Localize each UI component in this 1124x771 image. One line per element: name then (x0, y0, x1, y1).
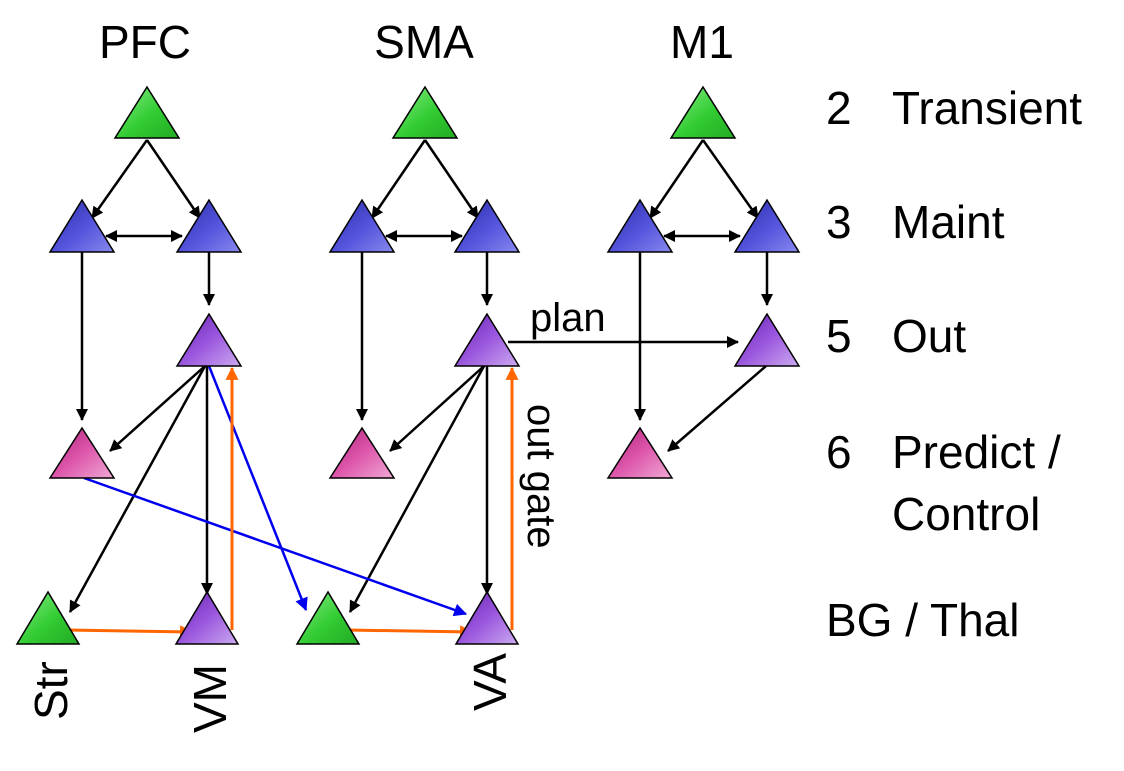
pfc-l5-to-sma-str-arrow (207, 365, 308, 612)
str-label: Str (25, 661, 77, 720)
layer-3-number: 3 (826, 196, 852, 248)
str-to-vm-arrow (65, 625, 194, 639)
va-label: VA (464, 653, 516, 711)
column-title-m1: M1 (670, 16, 734, 68)
column-titles: PFC SMA M1 (99, 16, 734, 68)
pfc-l2-to-l3b-arrow (145, 139, 202, 219)
layer-2-name: Transient (892, 82, 1082, 134)
layer-legend: 2 Transient 3 Maint 5 Out 6 Predict / Co… (826, 82, 1082, 646)
m1-layer2-neuron (669, 85, 737, 139)
plan-label: plan (530, 296, 606, 340)
m1-l2-to-l3a-arrow (648, 139, 705, 219)
m1-layer6-neuron (606, 426, 674, 479)
m1-l5-to-l6-arrow (667, 365, 767, 452)
m1-layer3b-neuron (733, 198, 801, 253)
bg-thal-label: BG / Thal (826, 594, 1019, 646)
pfc-l5-to-str-arrow (68, 365, 207, 613)
pfc-l2-to-l3a-arrow (90, 139, 149, 219)
arrows-orange (65, 366, 519, 639)
column-title-sma: SMA (374, 16, 474, 68)
m1-layer3a-neuron (606, 198, 674, 253)
out-gate-label: out gate (519, 404, 563, 549)
pfc-layer6-neuron (48, 426, 116, 479)
m1-l2-to-l3b-arrow (701, 139, 760, 219)
arrows-blue (83, 365, 468, 617)
pfc-layer2-neuron (113, 85, 181, 139)
layer-6-name-line2: Control (892, 488, 1040, 540)
sma-l2-to-l3b-arrow (423, 139, 480, 219)
pfc-layer5-neuron (175, 312, 243, 367)
sma-layer5-neuron (453, 312, 521, 367)
pfc-layer3a-neuron (48, 198, 116, 253)
arrows-black (68, 139, 773, 613)
sma-l5-to-l6-arrow (389, 365, 485, 452)
va-thalamus-neuron (454, 590, 520, 645)
vm-thalamus-neuron (174, 590, 240, 645)
sma-str-to-va-arrow (345, 625, 474, 639)
layer-5-name: Out (892, 310, 966, 362)
m1-layer5-neuron (733, 312, 801, 367)
layer-6-number: 6 (826, 426, 852, 478)
pfc-striatum-neuron (15, 590, 81, 645)
sma-layer3a-neuron (328, 198, 396, 253)
layer-3-name: Maint (892, 196, 1005, 248)
pfc-layer3b-neuron (175, 198, 243, 253)
layer-5-number: 5 (826, 310, 852, 362)
sma-l2-to-l3a-arrow (370, 139, 427, 219)
sma-l5-to-str-arrow (348, 365, 486, 613)
pfc-l6-to-va-arrow (83, 476, 468, 617)
neurons (15, 85, 801, 645)
layer-2-number: 2 (826, 82, 852, 134)
sma-layer2-neuron (391, 85, 459, 139)
pfc-l5-to-l6-arrow (109, 365, 206, 452)
sma-striatum-neuron (295, 590, 361, 645)
sma-layer3b-neuron (453, 198, 521, 253)
column-title-pfc: PFC (99, 16, 191, 68)
vm-label: VM (184, 664, 236, 733)
pathway-labels: plan out gate Str VM VA (25, 296, 606, 733)
layer-6-name: Predict / (892, 426, 1061, 478)
sma-layer6-neuron (328, 426, 396, 479)
